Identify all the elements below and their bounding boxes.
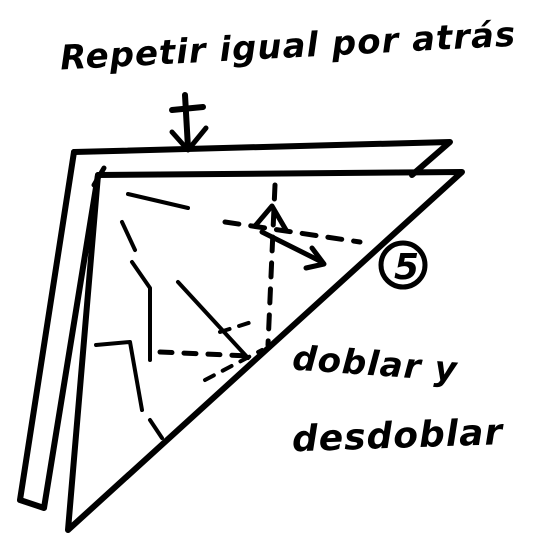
crease-lines — [94, 192, 250, 440]
step-number: 5 — [394, 247, 420, 288]
paper-back-layer — [17, 139, 453, 511]
step-number-badge: 5 — [378, 240, 428, 290]
instruction-side-line1: doblar y — [291, 339, 460, 390]
down-arrow-icon — [169, 92, 209, 153]
fold-arrow-icon — [252, 203, 327, 271]
instruction-top: Repetir igual por atrás — [59, 15, 517, 79]
instruction-side-line2: desdoblar — [291, 412, 505, 460]
paper-front-layer — [65, 165, 465, 533]
